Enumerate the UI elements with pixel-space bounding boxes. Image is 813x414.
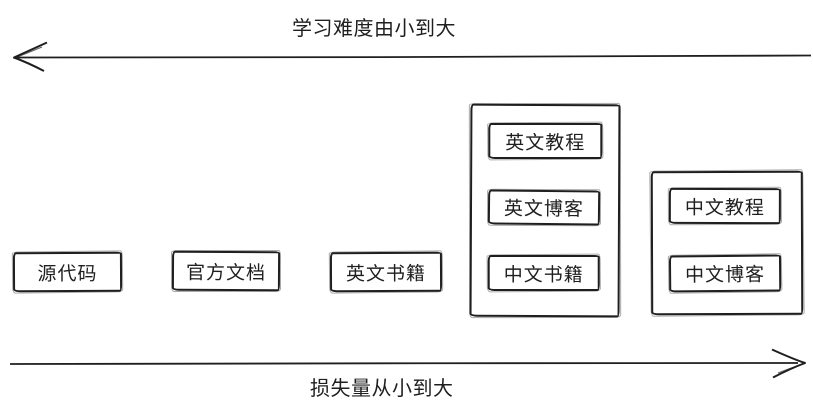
difficulty-arrow [13, 41, 812, 72]
box-source-code: 源代码 [12, 251, 123, 293]
box-label: 中文教程 [684, 197, 765, 219]
box-english-books: 英文书籍 [329, 251, 443, 293]
arrow-left-icon [13, 41, 48, 72]
arrow-right-sketch-stroke [777, 362, 805, 374]
box-label: 英文教程 [505, 132, 586, 154]
box-official-docs: 官方文档 [171, 250, 281, 292]
group-container-2: 中文教程 中文博客 [650, 170, 804, 316]
box-chinese-tutorials: 中文教程 [668, 187, 781, 225]
arrow-right-icon [771, 348, 806, 379]
box-label: 中文博客 [685, 264, 766, 287]
group-container-1: 英文教程 英文博客 中文书籍 [469, 103, 621, 318]
box-english-tutorials: 英文教程 [488, 122, 603, 160]
box-chinese-blogs: 中文博客 [668, 254, 782, 293]
arrow-left-sketch-stroke [13, 46, 43, 60]
difficulty-arrow-line [15, 54, 812, 59]
box-label: 官方文档 [185, 262, 267, 284]
loss-arrow-line [9, 362, 799, 365]
box-label: 英文书籍 [345, 263, 427, 285]
box-english-blogs: 英文博客 [487, 189, 601, 226]
loss-axis-label: 损失量从小到大 [310, 378, 454, 400]
difficulty-axis-label: 学习难度由小到大 [292, 18, 456, 40]
box-label: 中文书籍 [503, 264, 584, 286]
box-chinese-books: 中文书籍 [487, 254, 600, 292]
box-label: 源代码 [37, 263, 98, 285]
box-label: 英文博客 [503, 198, 585, 221]
